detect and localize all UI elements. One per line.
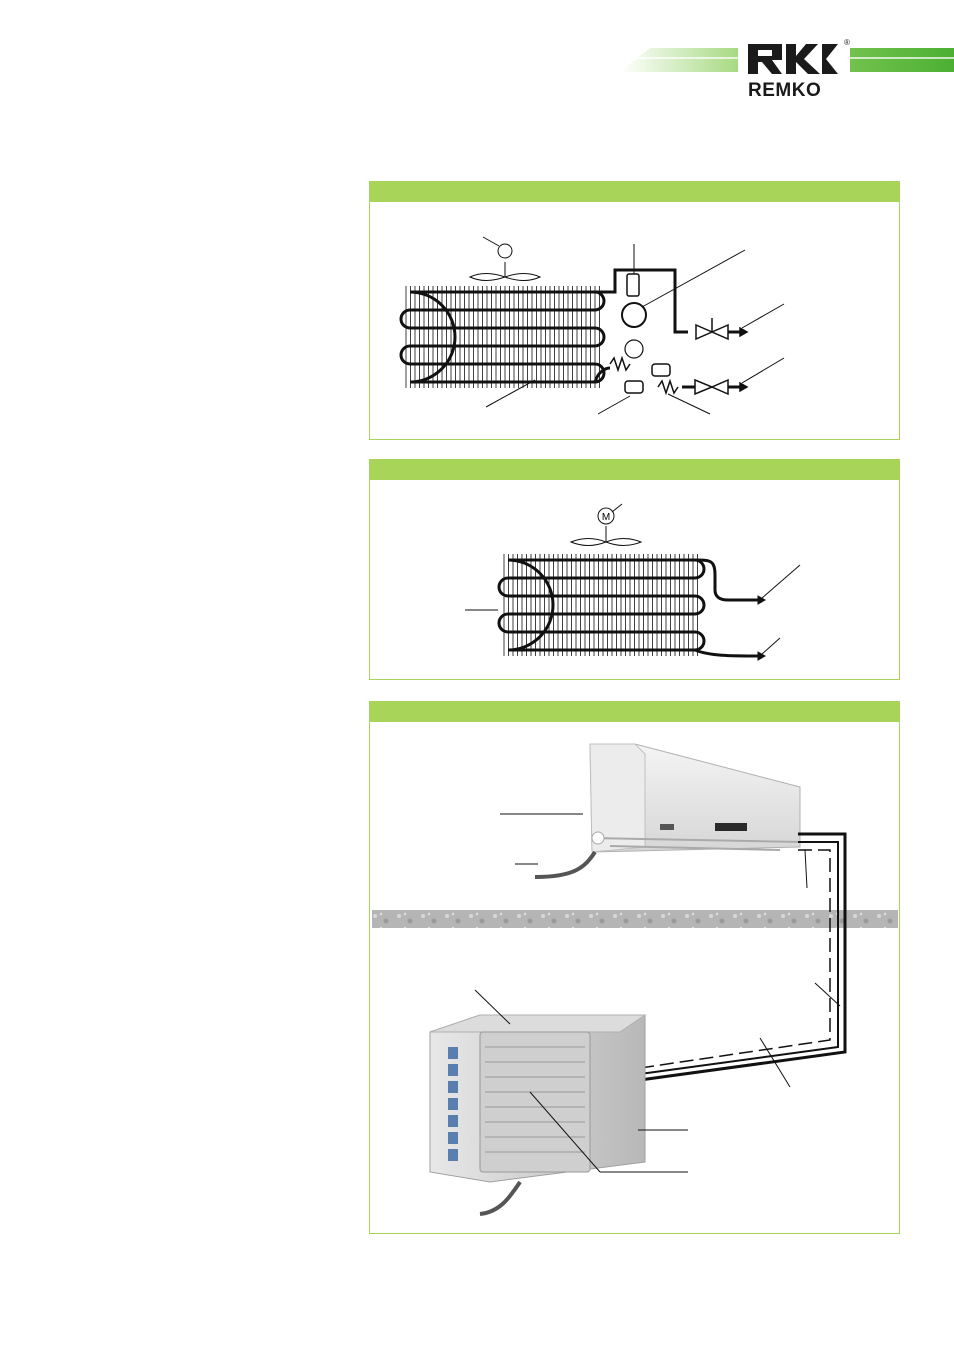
fan-icon	[569, 503, 643, 546]
expansion-valve-icon	[485, 355, 785, 415]
condenser-coil-icon	[399, 286, 606, 388]
installation-illustration	[372, 743, 898, 1216]
indoor-coil-diagram: M	[465, 503, 801, 661]
fan-icon	[468, 236, 542, 281]
outdoor-circuit-panel	[369, 181, 900, 440]
wall-section	[372, 910, 898, 928]
panel-header	[370, 460, 899, 480]
logo-wordmark: REMKO	[748, 80, 822, 101]
installation-panel	[369, 701, 900, 1234]
compressor-icon	[595, 244, 746, 359]
wall-unit-icon	[534, 743, 801, 879]
panel-header	[370, 702, 899, 722]
remko-logo: ®	[738, 38, 850, 102]
motor-label: M	[602, 512, 610, 523]
outdoor-unit-icon	[429, 989, 688, 1216]
registered-mark: ®	[844, 38, 850, 47]
refrigerant-lines	[639, 832, 847, 1088]
indoor-coil-panel: M	[369, 459, 900, 680]
panel-header	[370, 182, 899, 202]
valve-icon	[695, 303, 785, 341]
outdoor-circuit-diagram	[399, 236, 785, 415]
evaporator-coil-icon	[465, 554, 801, 661]
